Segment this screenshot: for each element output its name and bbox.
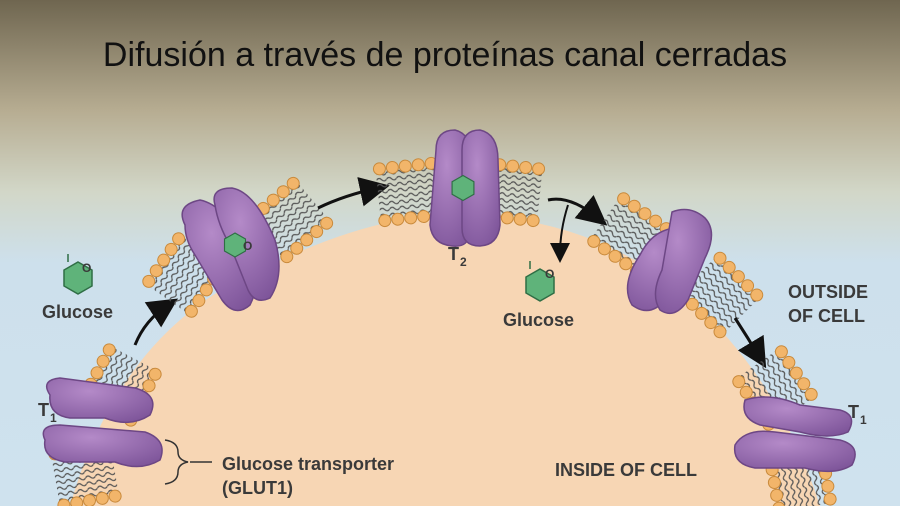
state-label-t1-left: T (38, 400, 49, 420)
state-sub-t2: 2 (460, 255, 467, 269)
transporter-label-line1: Glucose transporter (222, 454, 394, 474)
glucose-label-outside: Glucose (42, 302, 113, 322)
transporter-t1-left (42, 377, 163, 468)
outside-of-cell-label-line1: OUTSIDE (788, 282, 868, 302)
glucose-inside-ring-atom: O (545, 267, 554, 281)
arrow-glucose-binding (133, 298, 179, 346)
state-label-t2: T (448, 244, 459, 264)
transporter-release-state (626, 208, 713, 315)
page-title: Difusión a través de proteínas canal cer… (103, 36, 787, 74)
transporter-t2 (429, 129, 501, 247)
transporter-bracket (164, 439, 189, 485)
glucose-left-ring-atom: O (82, 261, 91, 275)
state-sub-t1-right: 1 (860, 413, 867, 427)
transporter-t1-right (733, 396, 856, 473)
arrow-to-release (547, 194, 608, 226)
state-label-t1-right: T (848, 402, 859, 422)
arrow-to-t1-right (733, 317, 767, 369)
glucose-bound-ring-atom: O (243, 239, 252, 253)
transporter-label-line2: (GLUT1) (222, 478, 293, 498)
arrow-to-t2 (317, 177, 390, 210)
inside-of-cell-label: INSIDE OF CELL (555, 460, 697, 480)
arrow-glucose-release (550, 204, 571, 263)
glucose-label-inside: Glucose (503, 310, 574, 330)
glucose-bound-t2 (451, 174, 475, 202)
outside-of-cell-label-line2: OF CELL (788, 306, 865, 326)
state-sub-t1-left: 1 (50, 411, 57, 425)
